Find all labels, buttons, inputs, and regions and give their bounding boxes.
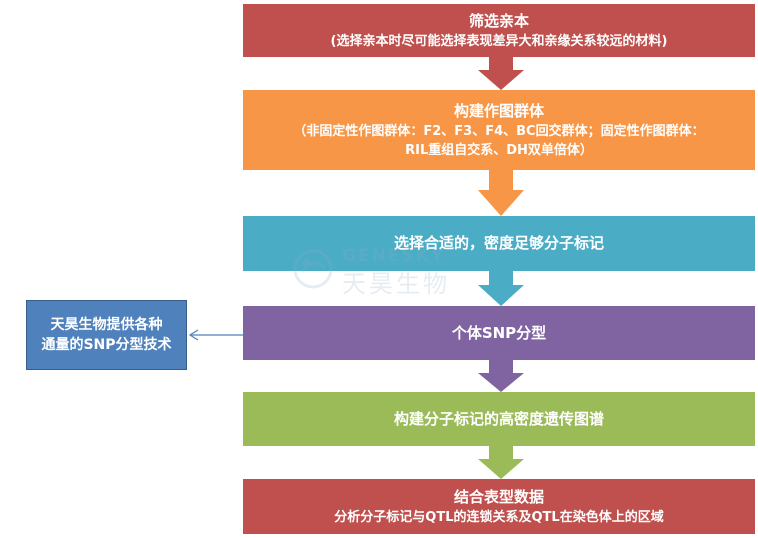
step-subtitle: (选择亲本时尽可能选择表现差异大和亲缘关系较远的材料): [330, 33, 668, 49]
left-arrow-icon: [188, 329, 243, 341]
step-title: 筛选亲本: [468, 11, 529, 30]
step-combine-phenotype: 结合表型数据 分析分子标记与QTL的连锁关系及QTL在染色体上的区域: [243, 479, 755, 534]
side-note-line2: 通量的SNP分型技术: [41, 337, 172, 353]
step-title: 构建作图群体: [453, 101, 544, 120]
down-arrow-icon: [478, 446, 524, 479]
down-arrow-icon: [478, 170, 524, 216]
step-subtitle-line2: RIL重组自交系、DH双单倍体）: [405, 142, 593, 158]
down-arrow-icon: [478, 57, 524, 90]
step-select-markers: 选择合适的，密度足够分子标记: [243, 216, 755, 271]
down-arrow-icon: [478, 271, 524, 306]
step-title: 个体SNP分型: [451, 323, 547, 342]
step-title: 选择合适的，密度足够分子标记: [393, 234, 604, 252]
step-snp-genotyping: 个体SNP分型: [243, 306, 755, 360]
step-subtitle: （非固定性作图群体：F2、F3、F4、BC回交群体；固定性作图群体：: [293, 123, 705, 139]
step-build-genetic-map: 构建分子标记的高密度遗传图谱: [243, 392, 755, 446]
step-title: 结合表型数据: [453, 487, 544, 506]
step-select-parents: 筛选亲本 (选择亲本时尽可能选择表现差异大和亲缘关系较远的材料): [243, 4, 755, 57]
step-build-population: 构建作图群体 （非固定性作图群体：F2、F3、F4、BC回交群体；固定性作图群体…: [243, 90, 755, 170]
side-note-box: 天昊生物提供各种 通量的SNP分型技术: [26, 300, 187, 370]
down-arrow-icon: [478, 360, 524, 392]
side-note-line1: 天昊生物提供各种: [50, 317, 163, 333]
step-title: 构建分子标记的高密度遗传图谱: [393, 409, 604, 428]
step-subtitle: 分析分子标记与QTL的连锁关系及QTL在染色体上的区域: [334, 509, 664, 525]
